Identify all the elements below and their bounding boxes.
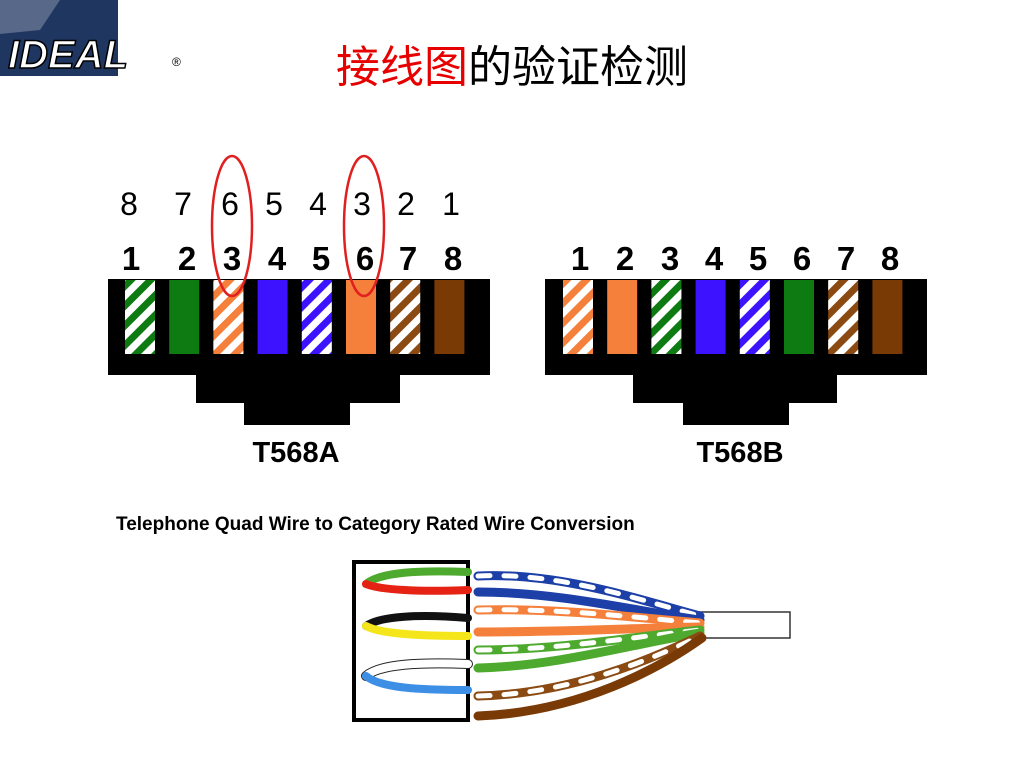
logo-registered: ®	[172, 55, 181, 69]
quad-wire	[362, 622, 472, 640]
wire-stripe-pin-1	[125, 280, 155, 354]
pin-number: 8	[120, 186, 138, 222]
pin-number: 5	[748, 240, 768, 277]
wire-pin-6	[784, 280, 814, 354]
quad-wires	[361, 567, 473, 694]
pin-number: 1	[442, 186, 460, 222]
wire-pin-4	[695, 280, 726, 354]
highlight-circle-pin-6	[210, 154, 254, 298]
wire-stripe-pin-3	[651, 280, 682, 354]
ideal-logo: IDEAL ®	[0, 0, 200, 76]
pin-number: 6	[355, 240, 375, 277]
cable-jacket	[691, 611, 791, 639]
wire-stripe-pin-5	[739, 280, 770, 354]
pin-number: 8	[880, 240, 900, 277]
pin-number: 2	[397, 186, 415, 222]
pin-number: 2	[615, 240, 635, 277]
pin-number: 4	[267, 240, 287, 277]
wire-pin-4	[257, 280, 288, 354]
pin-number: 6	[792, 240, 812, 277]
t568b-connector	[545, 279, 927, 425]
category-wires	[473, 571, 707, 721]
t568a-wires	[125, 280, 465, 354]
highlight-circle-pin-3	[342, 154, 386, 298]
t568a-label: T568A	[252, 437, 340, 469]
wire-pin-8	[872, 280, 903, 354]
wire-pin-2	[169, 280, 200, 354]
pin-number: 4	[309, 186, 327, 222]
quad-wire	[362, 567, 472, 588]
wire-pin-8	[434, 280, 465, 354]
title-highlight: 接线图	[336, 42, 468, 93]
logo-text: IDEAL	[8, 33, 128, 76]
page-title: 接线图的验证检测	[0, 38, 1024, 98]
pin-number: 3	[222, 240, 242, 277]
pin-number: 7	[398, 240, 418, 277]
pin-number: 4	[704, 240, 724, 277]
t568a-connector	[108, 279, 490, 425]
pin-number: 7	[174, 186, 192, 222]
pin-number: 3	[660, 240, 680, 277]
pin-number: 2	[177, 240, 197, 277]
pin-number: 5	[265, 186, 283, 222]
pin-number: 1	[570, 240, 590, 277]
wire-stripe-pin-7	[828, 280, 859, 354]
quad-wire	[362, 580, 472, 595]
pin-number: 7	[836, 240, 856, 277]
t568b-label: T568B	[696, 437, 784, 469]
wire-stripe-pin-5	[301, 280, 332, 354]
wire-stripe-pin-7	[390, 280, 421, 354]
conversion-subtitle: Telephone Quad Wire to Category Rated Wi…	[116, 514, 635, 535]
pin-number: 6	[221, 186, 239, 222]
t568b-wires	[563, 280, 903, 354]
wire-pin-2	[607, 280, 638, 354]
quad-wire	[362, 612, 472, 630]
pin-number: 1	[121, 240, 141, 277]
quad-wire	[362, 659, 472, 680]
pin-number: 3	[353, 186, 371, 222]
wire-stripe-pin-1	[563, 280, 593, 354]
title-rest: 的验证检测	[468, 42, 688, 93]
pin-number: 8	[443, 240, 463, 277]
quad-wire	[362, 672, 472, 694]
conversion-illustration	[352, 560, 791, 722]
pin-number: 5	[311, 240, 331, 277]
